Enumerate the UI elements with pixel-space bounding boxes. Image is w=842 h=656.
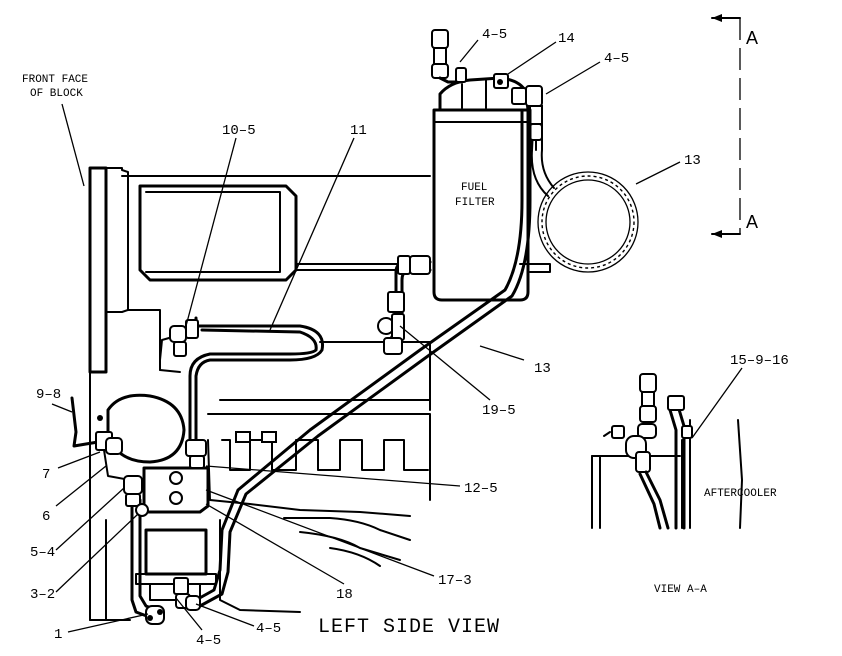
callout-6: 6 bbox=[42, 509, 50, 525]
callout-4-5-bottom-right: 4–5 bbox=[256, 621, 281, 637]
callout-19-5: 19–5 bbox=[482, 403, 516, 419]
callout-5-4: 5–4 bbox=[30, 545, 55, 561]
engine-block bbox=[88, 166, 431, 621]
callout-10-5: 10–5 bbox=[222, 123, 256, 139]
callout-4-5-bottom-left: 4–5 bbox=[196, 633, 221, 649]
callout-12-5: 12–5 bbox=[464, 481, 498, 497]
front-face-label-line2: OF BLOCK bbox=[30, 88, 83, 100]
view-a-a-title: VIEW A–A bbox=[654, 584, 707, 596]
callout-11: 11 bbox=[350, 123, 367, 139]
section-mark-bottom: A bbox=[746, 212, 758, 232]
callout-3-2: 3–2 bbox=[30, 587, 55, 603]
line-fittings bbox=[70, 255, 431, 481]
front-face-label-line1: FRONT FACE bbox=[22, 74, 88, 86]
callout-4-5-top: 4–5 bbox=[482, 27, 507, 43]
callout-1: 1 bbox=[54, 627, 62, 643]
callout-7: 7 bbox=[42, 467, 50, 483]
callout-13-mid: 13 bbox=[534, 361, 551, 377]
filter-top-fittings bbox=[431, 29, 543, 151]
fuel-filter-label-line1: FUEL bbox=[461, 182, 487, 194]
callout-15-9-16: 15–9–16 bbox=[730, 353, 789, 369]
callout-13-top: 13 bbox=[684, 153, 701, 169]
coiled-fuel-line bbox=[530, 109, 639, 273]
callout-18: 18 bbox=[336, 587, 353, 603]
view-a-a-detail bbox=[591, 373, 743, 530]
callout-labels: FRONT FACE OF BLOCK 4–5 14 4–5 10–5 11 1… bbox=[22, 27, 789, 649]
callout-9-8: 9–8 bbox=[36, 387, 61, 403]
callout-14: 14 bbox=[558, 31, 575, 47]
left-side-view-title: LEFT SIDE VIEW bbox=[318, 616, 500, 639]
callout-17-3: 17–3 bbox=[438, 573, 472, 589]
aftercooler-label: AFTERCOOLER bbox=[704, 488, 777, 500]
section-markers: A A bbox=[711, 14, 758, 238]
leader-lines bbox=[51, 39, 743, 633]
section-mark-top: A bbox=[746, 28, 758, 48]
callout-4-5-right: 4–5 bbox=[604, 51, 629, 67]
fuel-filter-label-line2: FILTER bbox=[455, 197, 495, 209]
pump-block bbox=[123, 439, 217, 625]
